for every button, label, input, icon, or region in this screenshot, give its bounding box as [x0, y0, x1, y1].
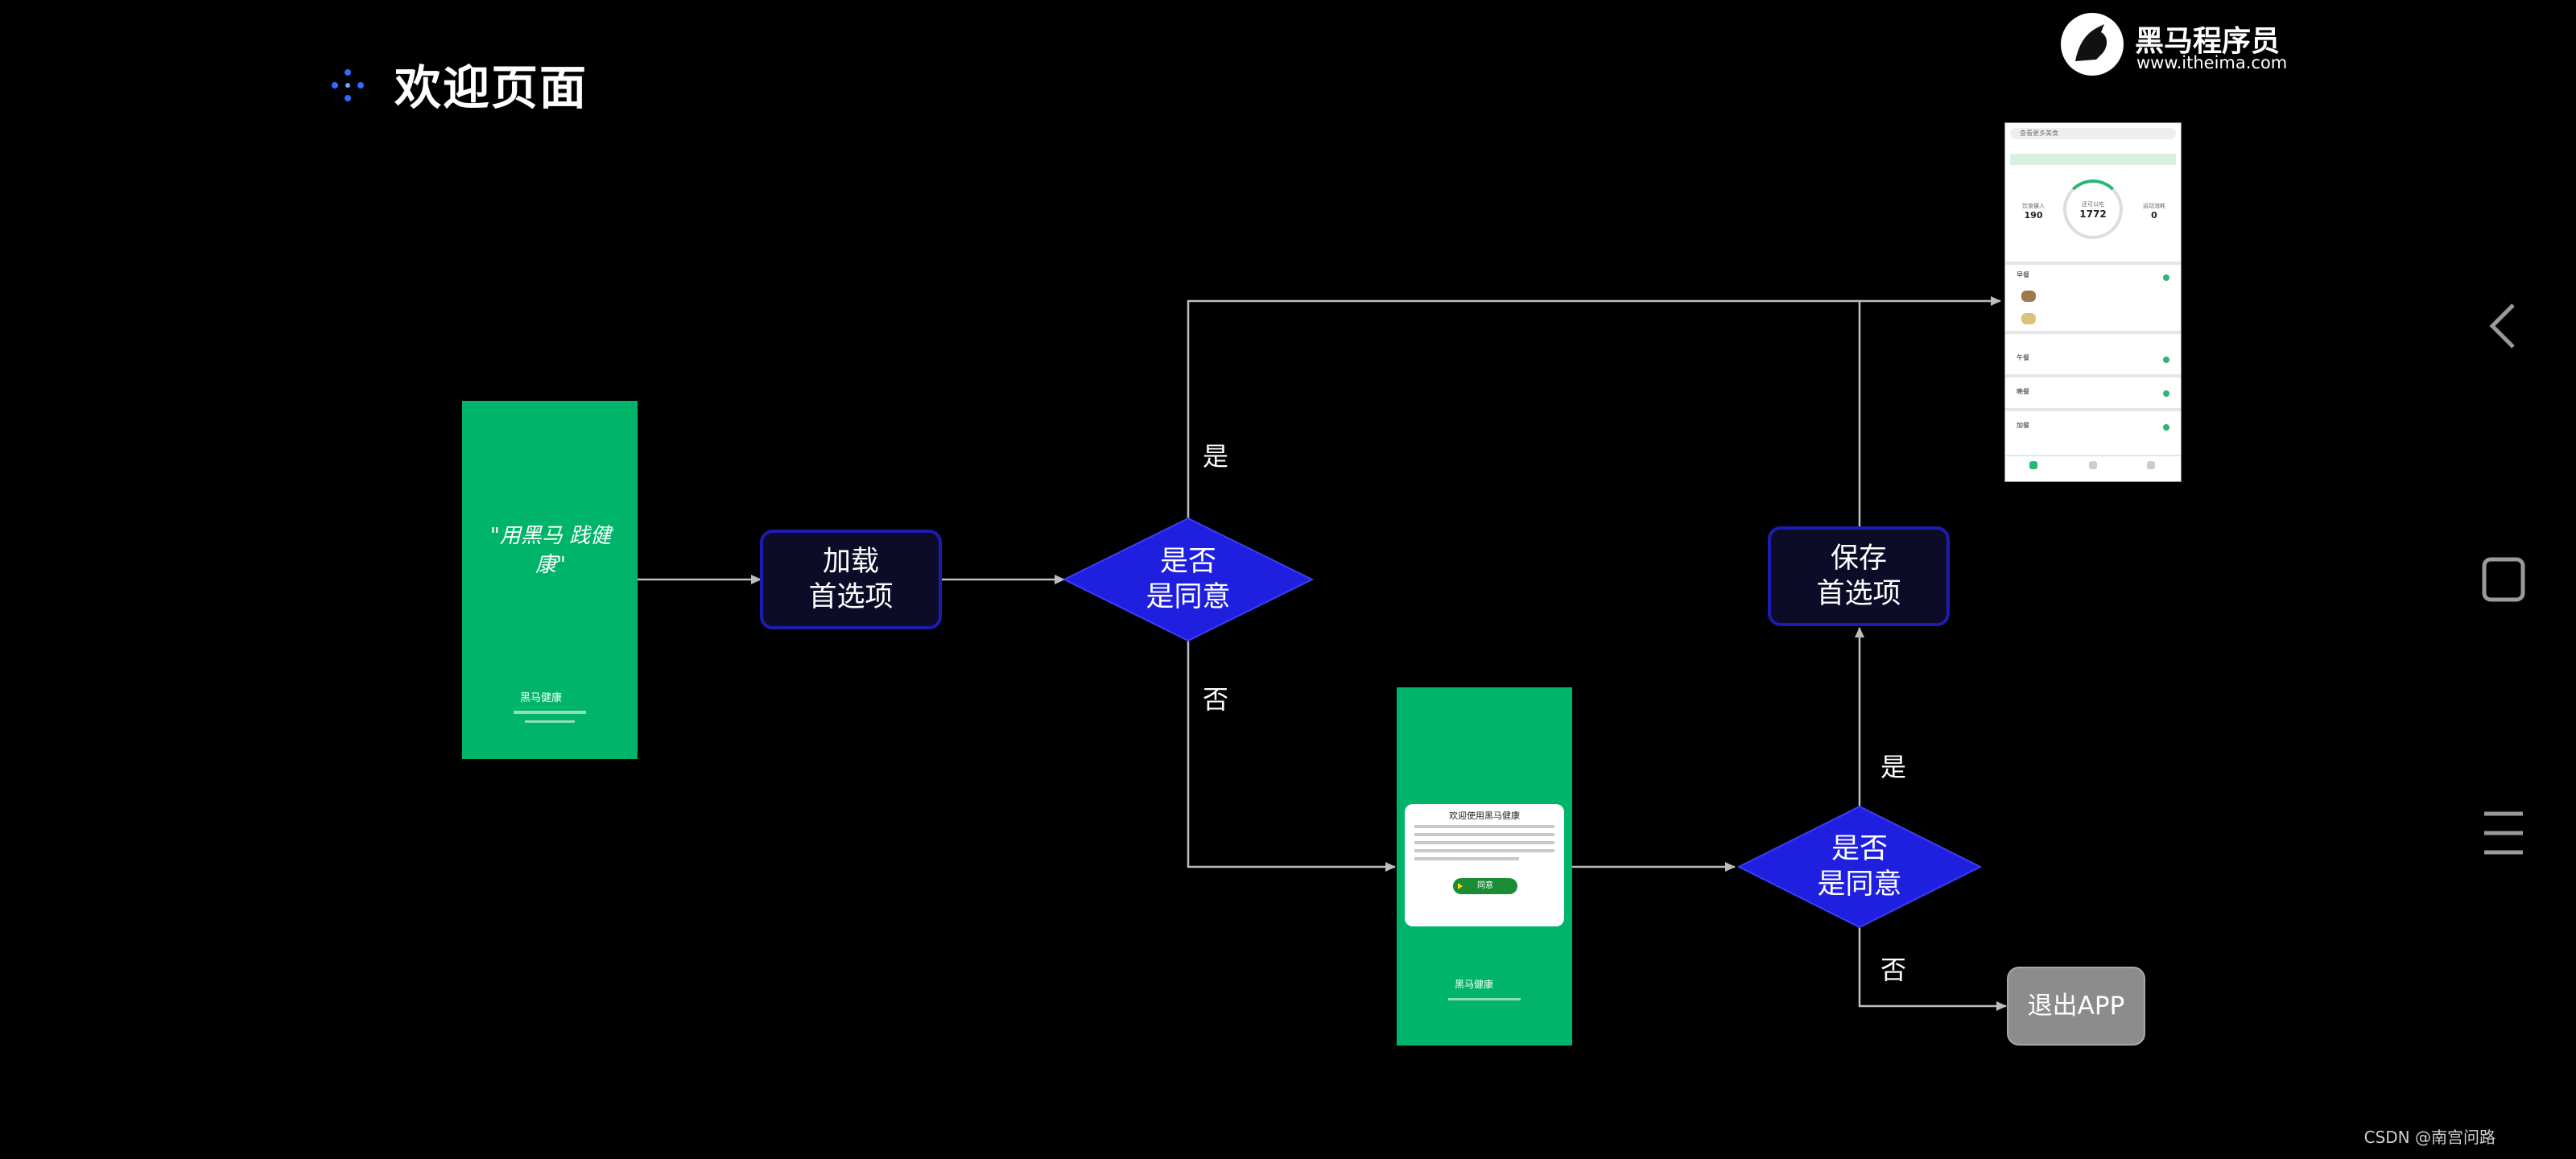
tab-record-icon[interactable] — [2089, 461, 2097, 469]
brand-logo: 黑马程序员 www.itheima.com — [2061, 13, 2288, 77]
welcome-app-name: 黑马健康 — [1455, 979, 1494, 990]
watermark: CSDN @南宫问路 — [2363, 1128, 2496, 1147]
stat-remaining: 还可以吃 1772 — [2073, 200, 2113, 220]
sparkle-icon — [332, 69, 364, 101]
exit-app-label: 退出APP — [2027, 992, 2125, 1021]
tab-home-icon[interactable] — [2029, 461, 2037, 469]
welcome-dialog-title: 欢迎使用黑马健康 — [1449, 810, 1520, 821]
food-thumbnail — [2021, 313, 2036, 324]
divider — [2005, 455, 2181, 456]
save-prefs-line1: 保存 — [1830, 542, 1887, 575]
menu-lines-icon[interactable] — [2463, 801, 2544, 865]
stat-burned: 运动消耗 0 — [2134, 202, 2174, 221]
welcome-screen: 欢迎使用黑马健康 同意 黑马健康 — [1397, 687, 1572, 1046]
edge-label-no-1: 否 — [1203, 684, 1229, 715]
meal-dinner: 晚餐 — [2017, 388, 2029, 395]
page-title: 欢迎页面 — [394, 60, 588, 115]
dialog-text-line — [1414, 849, 1554, 852]
stat-value: 1772 — [2079, 208, 2107, 220]
welcome-dialog: 欢迎使用黑马健康 同意 — [1405, 804, 1564, 926]
save-prefs-label: 保存 首选项 — [1769, 541, 1948, 612]
node-decision2 — [1736, 805, 1983, 929]
home-screen: 查看更多美食 饮食摄入 190 还可以吃 1772 运动消耗 0 早餐 午餐 晚… — [2004, 122, 2182, 482]
decision1-label: 是否 是同意 — [1116, 544, 1261, 615]
brand-url: www.itheima.com — [2136, 53, 2288, 72]
welcome-footer-line — [1448, 998, 1521, 1000]
tab-profile-icon[interactable] — [2147, 461, 2155, 469]
edge-label-yes-1: 是 — [1203, 441, 1229, 472]
dialog-text-line — [1414, 841, 1554, 844]
node-save-prefs — [1768, 526, 1950, 626]
edge-decision2-no — [1858, 927, 2007, 1011]
meal-snack: 加餐 — [2017, 422, 2029, 429]
node-load-prefs — [760, 530, 942, 629]
splash-footer-line — [514, 711, 586, 714]
add-icon[interactable] — [2163, 274, 2169, 281]
splash-footer-line — [525, 720, 575, 723]
dialog-text-line — [1414, 825, 1554, 828]
stat-label: 还可以吃 — [2082, 201, 2104, 208]
load-prefs-line2: 首选项 — [808, 581, 894, 613]
back-icon[interactable] — [2463, 294, 2544, 358]
node-decision1 — [1062, 517, 1315, 642]
dialog-text-line — [1414, 833, 1554, 836]
splash-screen: "用黑马 践健康" 黑马健康 — [462, 401, 638, 759]
divider — [2005, 331, 2181, 334]
add-icon[interactable] — [2163, 424, 2169, 431]
stat-label: 运动消耗 — [2143, 203, 2165, 209]
decision1-line1: 是否 — [1159, 546, 1216, 578]
edge-decision1-yes — [1187, 296, 2001, 518]
save-prefs-line2: 首选项 — [1816, 578, 1901, 610]
edge-label-no-2: 否 — [1880, 955, 1907, 985]
decision2-label: 是否 是同意 — [1787, 831, 1932, 902]
meal-lunch: 午餐 — [2017, 354, 2029, 361]
edge-label-yes-2: 是 — [1880, 752, 1907, 782]
add-icon[interactable] — [2163, 357, 2169, 363]
calorie-ring — [2063, 179, 2123, 239]
divider — [2005, 374, 2181, 377]
agree-button[interactable]: 同意 — [1453, 878, 1517, 894]
stat-label: 饮食摄入 — [2022, 203, 2045, 209]
decision1-line2: 是同意 — [1146, 581, 1231, 613]
cursor-icon — [1458, 883, 1463, 889]
home-search-bar: 查看更多美食 — [2010, 128, 2176, 139]
dialog-text-line — [1414, 857, 1519, 860]
brand-name: 黑马程序员 — [2135, 25, 2281, 58]
add-icon[interactable] — [2163, 390, 2169, 397]
splash-app-name: 黑马健康 — [520, 692, 563, 704]
home-header: 查看更多美食 — [2020, 130, 2058, 137]
stat-value: 0 — [2151, 210, 2157, 221]
food-thumbnail — [2021, 291, 2036, 302]
load-prefs-line1: 加载 — [822, 546, 879, 578]
horse-logo-icon — [2061, 13, 2124, 76]
load-prefs-label: 加载 首选项 — [762, 544, 940, 615]
decision2-line2: 是同意 — [1817, 868, 1902, 901]
edge-decision1-no — [1187, 641, 1396, 872]
splash-slogan: "用黑马 践健康" — [489, 524, 612, 577]
meal-breakfast: 早餐 — [2017, 271, 2029, 278]
home-square-icon[interactable] — [2463, 547, 2544, 612]
divider — [2005, 262, 2181, 265]
stat-value: 190 — [2024, 210, 2043, 221]
divider — [2005, 408, 2181, 411]
stat-intake: 饮食摄入 190 — [2013, 202, 2054, 221]
node-exit-app — [2007, 967, 2145, 1046]
home-date-bar — [2010, 154, 2176, 165]
decision2-line1: 是否 — [1831, 833, 1888, 865]
